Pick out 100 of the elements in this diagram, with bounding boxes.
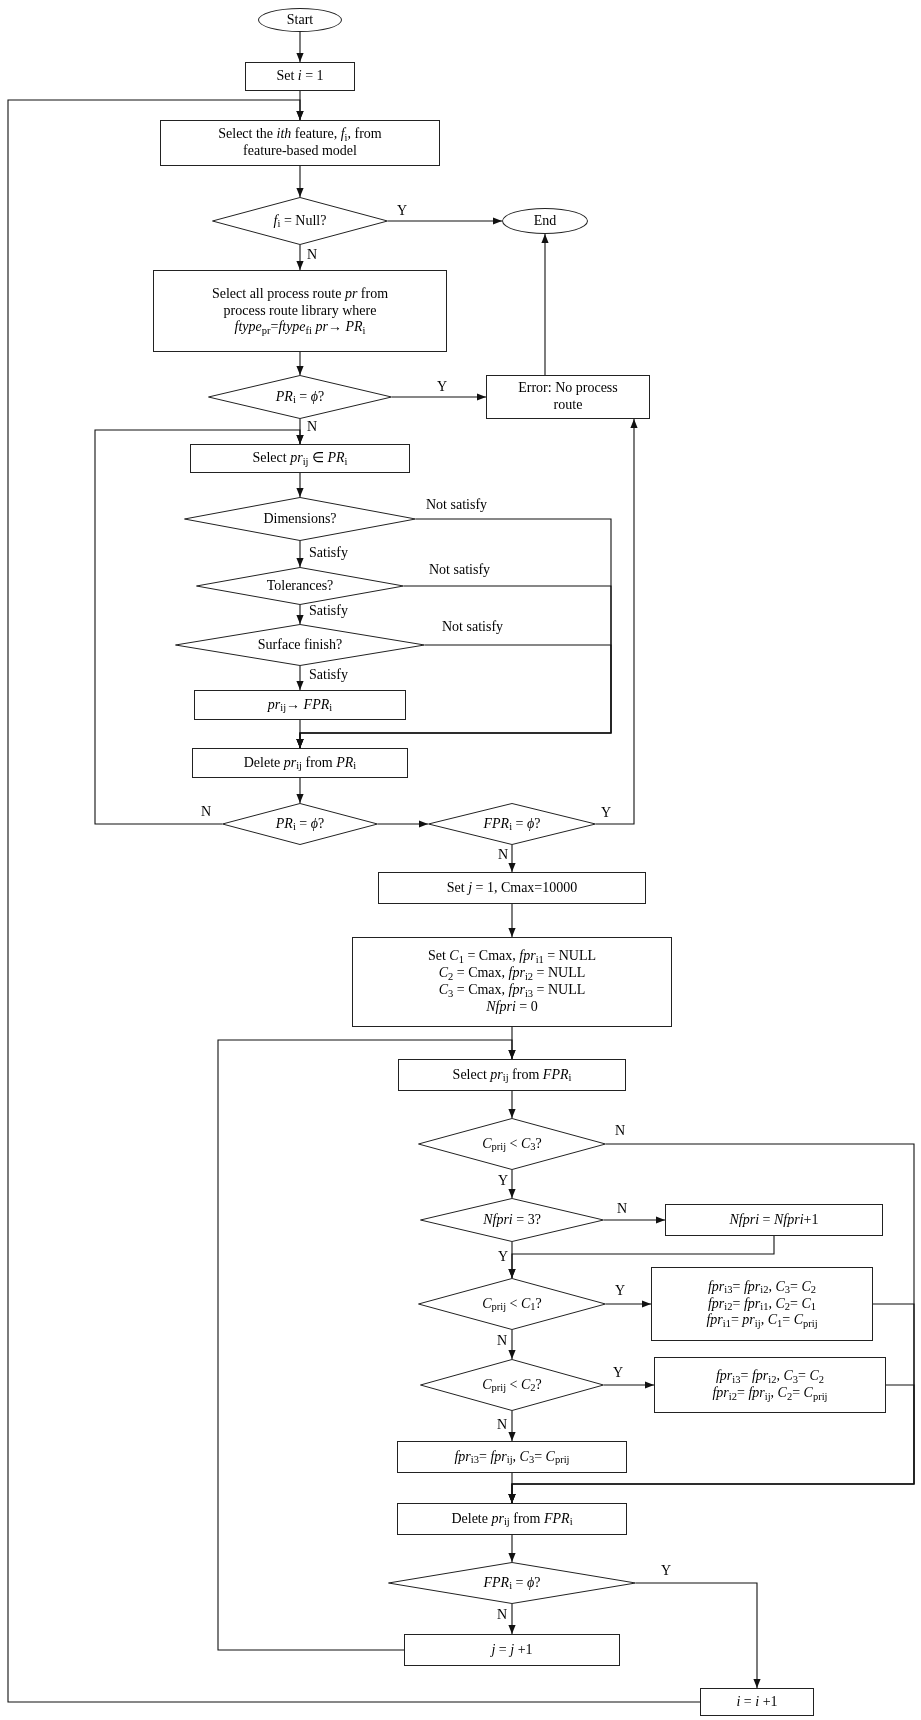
step-text: Delete pr$_{ij}$ from PR$_{i}$	[243, 754, 357, 772]
edge-label: Y	[612, 1366, 625, 1380]
step-text: Start	[286, 11, 314, 29]
edge-label: N	[497, 848, 510, 862]
edge-label: Y	[436, 380, 449, 394]
flow-arrow	[508, 1472, 516, 1504]
step-text: fpr$_{i2}$= fpr$_{ij}$, C$_{2}$= C$_{prij}$	[712, 1385, 828, 1402]
edge-label: Y	[600, 806, 613, 820]
edge-label: Not satisfy	[428, 563, 492, 577]
edge-label: N	[614, 1124, 627, 1138]
step-text: FPR$_{i}$ = ϕ?	[483, 1574, 541, 1592]
edge-label: Satisfy	[308, 546, 349, 560]
step-text: Delete pr$_{ij}$ from FPR$_{i}$	[451, 1510, 573, 1528]
step-text: Nfpri = 3?	[483, 1211, 541, 1229]
step-text: fpr$_{i3}$= fpr$_{i2}$, C$_{3}$= C$_{2}$	[708, 1278, 816, 1296]
process-box	[194, 690, 406, 720]
edge-label: Y	[497, 1174, 510, 1188]
decision-diamond	[388, 1562, 636, 1604]
step-text: End	[533, 212, 557, 230]
flow-arrow	[296, 31, 304, 63]
edge-label: Not satisfy	[441, 620, 505, 634]
process-box	[245, 62, 355, 91]
step-text: C$_{prij}$ < C$_{2}$?	[482, 1376, 542, 1394]
process-box	[192, 748, 408, 778]
flow-arrow	[508, 1235, 775, 1279]
decision-diamond	[428, 803, 596, 845]
flow-arrow	[377, 820, 429, 828]
flow-arrow	[7, 99, 701, 1703]
step-text: fpr$_{i1}$= pr$_{ij}$, C$_{1}$= C$_{prij}$	[706, 1312, 818, 1330]
flow-arrow	[605, 1300, 652, 1308]
flow-arrow	[508, 1410, 516, 1442]
edge-label: N	[306, 420, 319, 434]
edge-label: Y	[497, 1250, 510, 1264]
flow-arrow	[296, 540, 304, 568]
step-text: Select pr$_{ij}$ ∈ PR$_{i}$	[252, 450, 348, 467]
process-box	[665, 1204, 883, 1236]
step-text: Surface finish?	[257, 636, 343, 654]
step-text: Error: No process route	[517, 380, 619, 414]
step-text: Select pr$_{ij}$ from FPR$_{i}$	[452, 1066, 572, 1084]
step-text: Dimensions?	[263, 510, 337, 528]
decision-diamond	[418, 1118, 606, 1170]
decision-diamond	[418, 1278, 606, 1330]
flow-arrow	[296, 244, 304, 271]
edge-label: Y	[396, 204, 409, 218]
flow-arrow	[296, 777, 304, 804]
step-text: Select the ith feature, f$_{i}$, from feature-based model	[217, 126, 383, 160]
flow-arrow	[635, 1582, 761, 1689]
flow-arrow	[508, 1169, 516, 1199]
process-box	[700, 1688, 814, 1716]
process-box	[153, 270, 447, 352]
flow-arrow	[508, 1603, 516, 1635]
decision-diamond	[420, 1359, 604, 1411]
flow-arrow	[595, 418, 638, 825]
flow-arrow	[603, 1381, 655, 1389]
process-box	[651, 1267, 873, 1341]
step-text: C$_{2}$ = Cmax, fpr$_{i2}$ = NULL	[438, 965, 586, 982]
edge-label: N	[200, 805, 213, 819]
step-text: Nfpri = 0	[486, 998, 538, 1016]
edge-label: N	[496, 1334, 509, 1348]
step-text: C$_{3}$ = Cmax, fpr$_{i3}$ = NULL	[438, 982, 586, 999]
edge-label: Satisfy	[308, 604, 349, 618]
process-box	[397, 1441, 627, 1473]
flow-arrow	[217, 1039, 516, 1651]
flow-arrow	[603, 1216, 666, 1224]
decision-diamond	[184, 497, 416, 541]
step-text: fpr$_{i3}$= fpr$_{ij}$, C$_{3}$= C$_{prij}$	[454, 1448, 570, 1466]
flow-arrow	[508, 1534, 516, 1563]
process-box	[397, 1503, 627, 1535]
process-box	[486, 375, 650, 419]
step-text: PR$_{i}$ = ϕ?	[275, 388, 325, 406]
process-box	[352, 937, 672, 1027]
flow-arrow	[296, 719, 304, 749]
decision-diamond	[175, 624, 425, 666]
flow-arrow	[541, 233, 549, 376]
edge-label: Y	[660, 1564, 673, 1578]
step-text: fpr$_{i3}$= fpr$_{i2}$, C$_{3}$= C$_{2}$	[715, 1368, 824, 1385]
flow-arrow	[391, 393, 487, 401]
flow-arrow	[387, 217, 503, 225]
edge-label: N	[496, 1418, 509, 1432]
decision-diamond	[208, 375, 392, 419]
flow-arrow	[296, 351, 304, 376]
flow-arrow	[508, 903, 516, 938]
decision-diamond	[212, 197, 388, 245]
process-box	[398, 1059, 626, 1091]
flow-arrow	[508, 844, 516, 873]
flow-arrow	[296, 665, 304, 691]
process-box	[378, 872, 646, 904]
edge-label: Satisfy	[308, 668, 349, 682]
edge-label: Not satisfy	[425, 498, 489, 512]
flow-arrow	[296, 472, 304, 498]
step-text: Set C$_{1}$ = Cmax, fpr$_{i1}$ = NULL	[427, 948, 597, 966]
process-box	[654, 1357, 886, 1413]
step-text: f$_{i}$ = Null?	[273, 212, 327, 230]
decision-diamond	[196, 567, 404, 605]
flow-arrow	[296, 604, 304, 625]
process-box	[190, 444, 410, 473]
step-text: fpr$_{i2}$= fpr$_{i1}$, C$_{2}$= C$_{1}$	[708, 1295, 816, 1313]
step-text: i = i +1	[736, 1693, 778, 1711]
flow-arrow	[94, 429, 304, 825]
step-text: Nfpri = Nfpri+1	[729, 1211, 819, 1229]
